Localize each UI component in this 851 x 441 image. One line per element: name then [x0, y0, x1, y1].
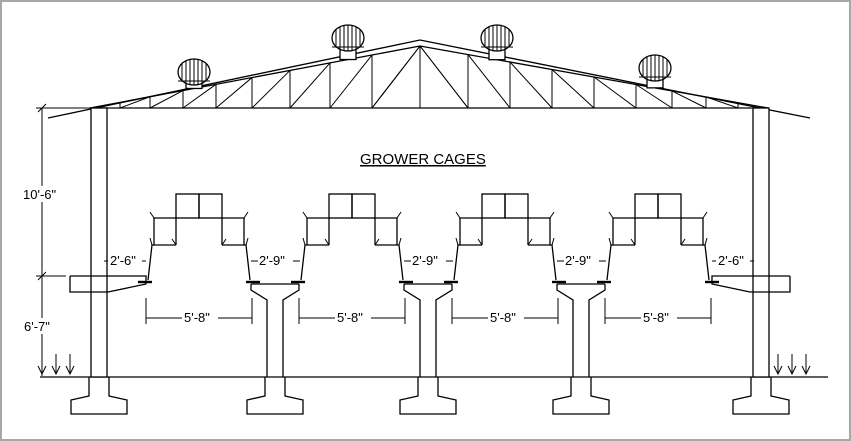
wall-height-dimension: 10'-6" 6'-7" [22, 103, 92, 376]
cage-unit [444, 193, 566, 284]
roof-ventilator [480, 24, 514, 61]
aisle-dim-outer-right: 2'-6" [712, 253, 754, 268]
wall-post-left [70, 107, 128, 415]
diagram-title: GROWER CAGES [360, 151, 486, 168]
cage-unit [597, 193, 719, 284]
aisle-dim-inner-3: 2'-9" [557, 253, 606, 268]
cage-width-dimensions: 5'-8" 5'-8" 5'-8" 5'-8" [145, 298, 712, 325]
ventilator-group [177, 24, 672, 90]
ground-arrows-right [773, 354, 811, 376]
cage-width-dim-2: 5'-8" [298, 298, 406, 325]
roof-ventilator [638, 54, 672, 89]
cage-width-label-2: 5'-8" [337, 310, 363, 325]
cage-width-label-3: 5'-8" [490, 310, 516, 325]
aisle-dim-inner-1: 2'-9" [251, 253, 300, 268]
post-group [69, 107, 791, 415]
aisle-label-outer-left: 2'-6" [110, 253, 136, 268]
inner-post-2 [399, 283, 457, 415]
aisle-label-outer-right: 2'-6" [718, 253, 744, 268]
roof-ventilator [177, 58, 211, 90]
aisle-label-inner-1: 2'-9" [259, 253, 285, 268]
inner-post-1 [246, 283, 304, 415]
aisle-dim-inner-2: 2'-9" [404, 253, 453, 268]
cage-group [138, 193, 719, 284]
cage-width-dim-3: 5'-8" [451, 298, 559, 325]
cage-unit [138, 193, 260, 284]
cage-width-dim-4: 5'-8" [604, 298, 712, 325]
aisle-label-inner-2: 2'-9" [412, 253, 438, 268]
roof-truss [47, 39, 811, 119]
wall-post-right [732, 107, 790, 415]
cage-width-label-1: 5'-8" [184, 310, 210, 325]
cage-width-dim-1: 5'-8" [145, 298, 253, 325]
roof-ventilator [331, 24, 365, 61]
aisle-dimensions: 2'-6" 2'-9" 2'-9" 2'-9" 2'-6" [104, 253, 754, 268]
aisle-label-inner-3: 2'-9" [565, 253, 591, 268]
lower-height-label: 6'-7" [24, 319, 50, 334]
cage-unit [291, 193, 413, 284]
ground-arrows-left [37, 354, 75, 376]
aisle-dim-outer-left: 2'-6" [104, 253, 146, 268]
cage-width-label-4: 5'-8" [643, 310, 669, 325]
inner-post-3 [552, 283, 610, 415]
upper-height-label: 10'-6" [23, 187, 57, 202]
